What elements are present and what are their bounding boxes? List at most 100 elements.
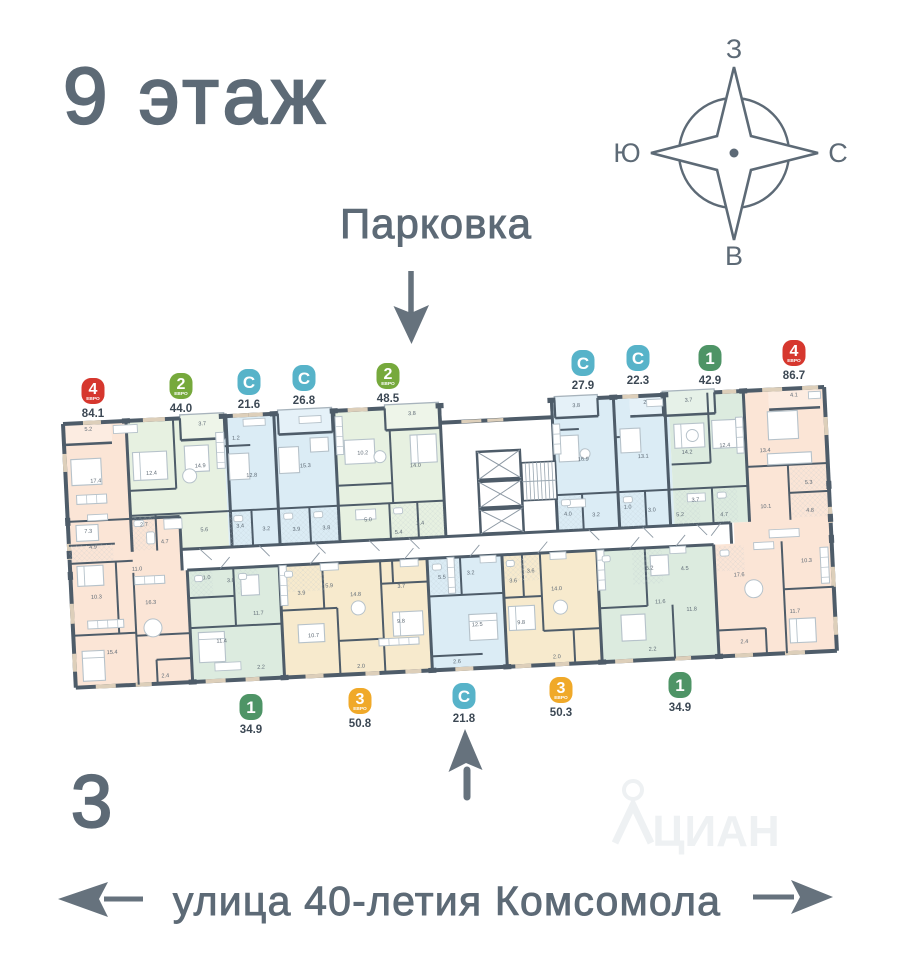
- svg-text:10.7: 10.7: [308, 633, 319, 640]
- svg-text:12.4: 12.4: [146, 471, 157, 478]
- svg-text:5.6: 5.6: [200, 527, 208, 533]
- svg-text:5.2: 5.2: [84, 427, 92, 433]
- svg-text:1.0: 1.0: [203, 575, 211, 581]
- svg-text:48.5: 48.5: [377, 393, 400, 405]
- svg-text:34.9: 34.9: [240, 724, 262, 736]
- svg-text:3.8: 3.8: [227, 578, 235, 584]
- svg-text:22.3: 22.3: [627, 375, 649, 387]
- svg-text:13.4: 13.4: [760, 448, 771, 455]
- svg-text:3.7: 3.7: [198, 421, 206, 427]
- svg-text:С: С: [458, 687, 470, 706]
- svg-text:5.0: 5.0: [364, 517, 372, 523]
- svg-text:14.0: 14.0: [551, 586, 562, 593]
- svg-text:4.7: 4.7: [161, 539, 169, 545]
- svg-text:11.4: 11.4: [216, 638, 227, 645]
- svg-text:3.9: 3.9: [297, 590, 305, 596]
- svg-text:З: З: [726, 34, 742, 64]
- svg-text:11.7: 11.7: [253, 610, 264, 617]
- svg-text:ЕВРО: ЕВРО: [554, 695, 568, 701]
- svg-text:ЕВРО: ЕВРО: [353, 706, 367, 712]
- svg-text:5.4: 5.4: [395, 530, 403, 536]
- svg-text:15.4: 15.4: [107, 650, 118, 657]
- svg-text:9 этаж: 9 этаж: [63, 51, 330, 140]
- svg-text:3.8: 3.8: [408, 411, 416, 417]
- svg-text:2.0: 2.0: [357, 664, 365, 670]
- svg-text:ЕВРО: ЕВРО: [174, 391, 188, 397]
- svg-text:В: В: [725, 241, 743, 271]
- svg-text:2.2: 2.2: [257, 664, 265, 670]
- svg-text:3.4: 3.4: [416, 521, 424, 527]
- svg-text:3: 3: [557, 680, 566, 697]
- svg-text:11.8: 11.8: [686, 606, 697, 613]
- svg-text:3.2: 3.2: [262, 526, 270, 532]
- svg-text:2.4: 2.4: [740, 639, 748, 645]
- svg-text:26.8: 26.8: [293, 395, 316, 407]
- svg-text:50.3: 50.3: [550, 707, 572, 719]
- svg-text:5.2: 5.2: [676, 512, 684, 518]
- svg-text:2.6: 2.6: [453, 659, 461, 665]
- svg-text:4: 4: [89, 381, 98, 398]
- svg-text:3.0: 3.0: [648, 507, 656, 513]
- svg-text:ЦИАН: ЦИАН: [652, 807, 779, 856]
- svg-text:14.9: 14.9: [195, 463, 206, 470]
- svg-text:3: 3: [356, 691, 365, 708]
- svg-text:16.9: 16.9: [578, 457, 589, 464]
- svg-text:ЕВРО: ЕВРО: [86, 396, 100, 402]
- svg-text:3.7: 3.7: [397, 584, 405, 590]
- svg-text:14.0: 14.0: [410, 463, 421, 470]
- svg-text:3.8: 3.8: [322, 525, 330, 531]
- svg-text:Парковка: Парковка: [340, 200, 532, 247]
- svg-text:ЕВРО: ЕВРО: [787, 358, 801, 364]
- svg-text:5.3: 5.3: [805, 480, 813, 486]
- svg-text:10.2: 10.2: [357, 450, 368, 457]
- svg-text:17.6: 17.6: [734, 572, 745, 579]
- svg-text:9.8: 9.8: [397, 619, 405, 625]
- svg-text:21.6: 21.6: [238, 399, 260, 411]
- svg-text:15.3: 15.3: [300, 463, 311, 470]
- svg-text:С: С: [577, 354, 589, 373]
- svg-text:С: С: [243, 373, 255, 392]
- svg-text:2: 2: [384, 366, 393, 383]
- svg-text:3: 3: [71, 760, 112, 843]
- svg-text:4.8: 4.8: [806, 508, 814, 514]
- svg-text:9.8: 9.8: [517, 620, 525, 626]
- svg-text:1: 1: [675, 676, 684, 695]
- svg-text:1.0: 1.0: [624, 505, 632, 511]
- svg-text:86.7: 86.7: [783, 370, 805, 382]
- svg-text:12.4: 12.4: [719, 443, 730, 450]
- svg-text:3.8: 3.8: [572, 403, 580, 409]
- svg-text:4.5: 4.5: [681, 566, 689, 572]
- svg-text:42.9: 42.9: [699, 375, 721, 387]
- svg-text:3.6: 3.6: [527, 568, 535, 574]
- svg-text:27.9: 27.9: [572, 380, 594, 392]
- svg-text:5.5: 5.5: [438, 575, 446, 581]
- svg-text:4.9: 4.9: [89, 545, 97, 551]
- svg-text:ЕВРО: ЕВРО: [381, 381, 395, 387]
- svg-text:2.2: 2.2: [649, 646, 657, 652]
- svg-text:2.0: 2.0: [553, 654, 561, 660]
- svg-text:4.0: 4.0: [564, 511, 572, 517]
- svg-text:4.7: 4.7: [720, 512, 728, 518]
- svg-text:11.6: 11.6: [655, 599, 666, 606]
- svg-text:улица 40-летия Комсомола: улица 40-летия Комсомола: [173, 878, 721, 924]
- svg-text:4.1: 4.1: [790, 392, 798, 398]
- svg-text:12.5: 12.5: [472, 622, 483, 629]
- svg-text:3.9: 3.9: [292, 527, 300, 533]
- svg-text:12.8: 12.8: [246, 473, 257, 480]
- svg-text:3.4: 3.4: [236, 523, 244, 529]
- svg-text:13.1: 13.1: [638, 454, 649, 461]
- svg-text:1.2: 1.2: [232, 435, 240, 441]
- svg-text:3.2: 3.2: [592, 512, 600, 518]
- svg-text:84.1: 84.1: [82, 408, 105, 420]
- svg-text:21.8: 21.8: [453, 713, 476, 725]
- svg-text:3.7: 3.7: [691, 497, 699, 503]
- svg-text:С: С: [298, 369, 310, 388]
- svg-text:11.7: 11.7: [790, 608, 801, 615]
- svg-text:10.3: 10.3: [91, 594, 102, 601]
- svg-text:44.0: 44.0: [170, 403, 192, 415]
- svg-text:14.8: 14.8: [350, 592, 361, 599]
- svg-text:2: 2: [177, 376, 186, 393]
- svg-text:10.3: 10.3: [801, 558, 812, 565]
- svg-text:С: С: [828, 138, 848, 168]
- svg-text:2.4: 2.4: [161, 673, 169, 679]
